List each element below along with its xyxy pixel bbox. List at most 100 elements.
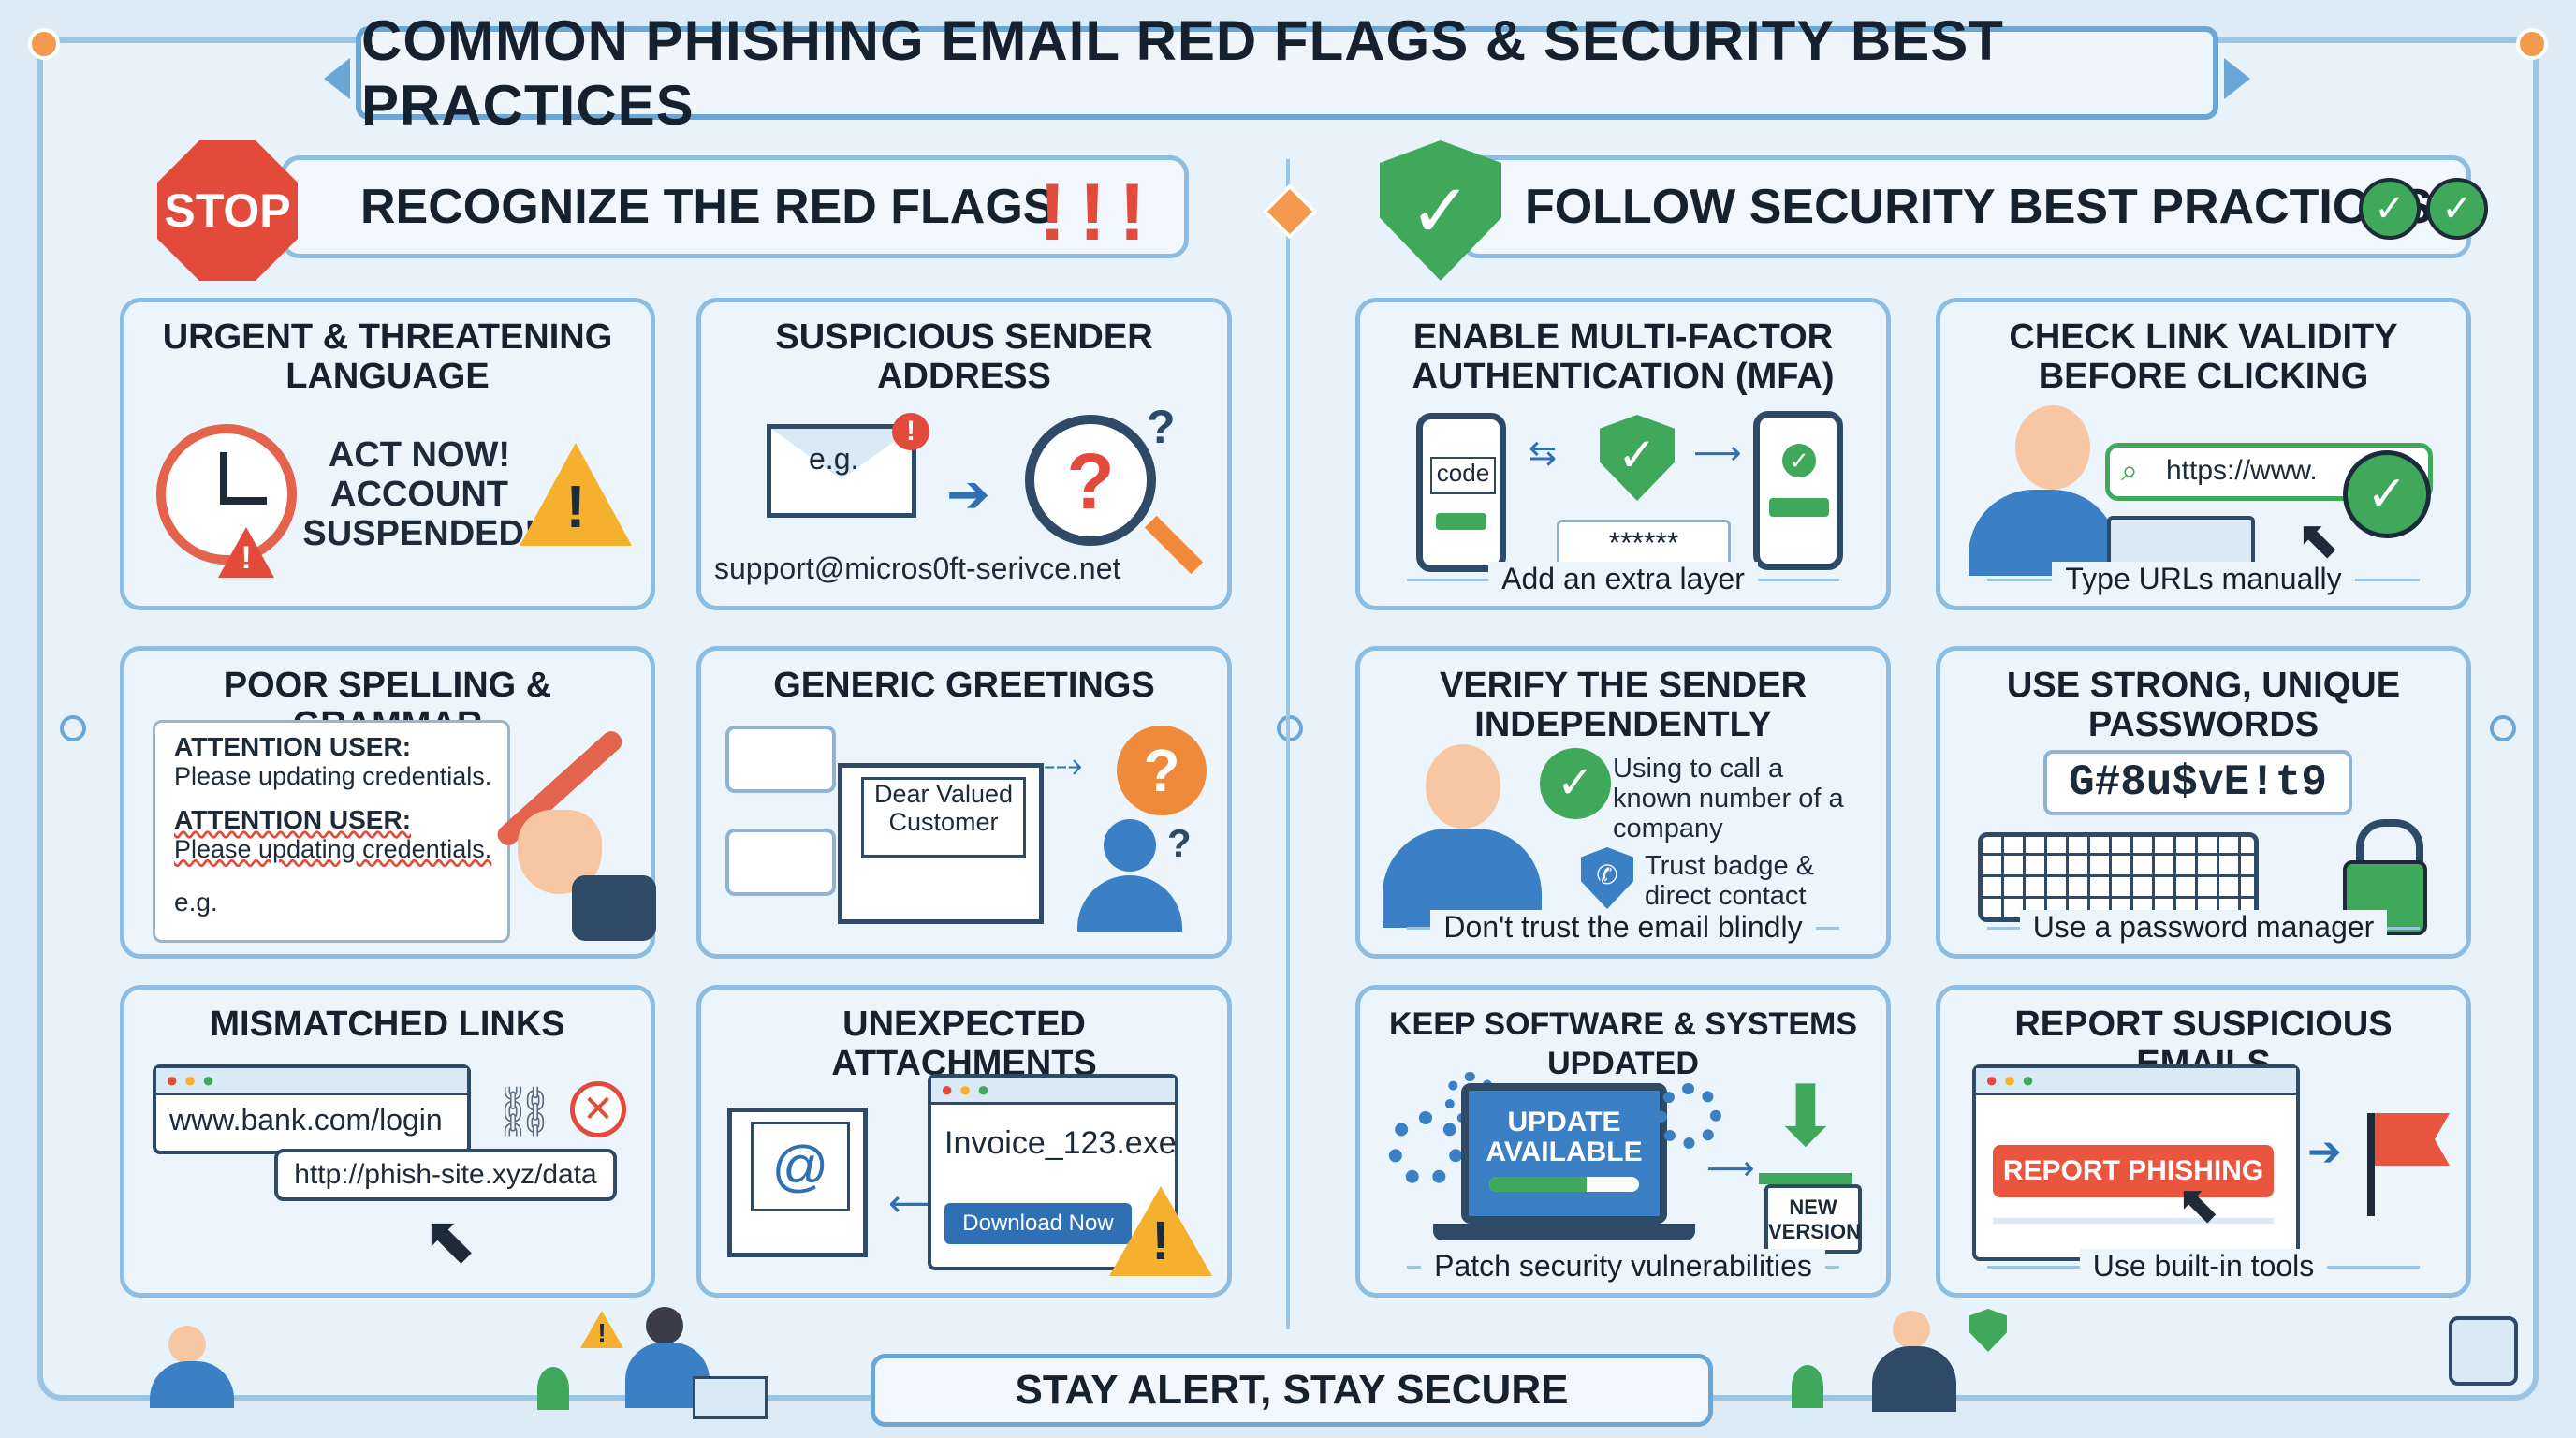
envelope-icon: @ — [727, 1108, 868, 1257]
plant-icon — [1792, 1365, 1823, 1408]
confirm-bar — [1769, 498, 1829, 517]
card-title: VERIFY THE SENDER INDEPENDENTLY — [1439, 666, 1808, 744]
snippet-body-marked: Please updating credentials. — [174, 835, 492, 863]
lock-shackle — [2356, 819, 2423, 873]
phone-icon: code — [1416, 413, 1506, 572]
laptop-screen: UPDATE AVAILABLE — [1461, 1083, 1667, 1224]
card-title: URGENT & THREATENING LANGUAGE — [162, 317, 613, 396]
card-report-emails: REPORT SUSPICIOUS EMAILS ● ● ● REPORT PH… — [1936, 985, 2471, 1298]
card-title: SUSPICIOUS SENDER ADDRESS — [775, 317, 1153, 396]
check-icon: ✓ — [2343, 450, 2431, 538]
card-title: USE STRONG, UNIQUE PASSWORDS — [2006, 666, 2401, 744]
broken-link-icon: ⛓ — [493, 1085, 556, 1139]
card-generic-greetings: GENERIC GREETINGS Dear Valued Customer ⤏… — [696, 646, 1232, 959]
shield-check-icon: ✓ — [1600, 415, 1675, 501]
card-mfa: ENABLE MULTI-FACTOR AUTHENTICATION (MFA)… — [1355, 298, 1891, 610]
text-line — [1993, 1218, 2274, 1224]
card-software-updated: KEEP SOFTWARE & SYSTEMS UPDATED UPDATE A… — [1355, 985, 1891, 1298]
chat-bubble-icon — [725, 726, 836, 793]
download-window: ● ● ● Invoice_123.exe Download Now — [928, 1074, 1178, 1270]
code-label: code — [1430, 457, 1496, 494]
person-head-icon — [2015, 405, 2090, 490]
person-body-icon — [1969, 490, 2118, 576]
magnifier-question-icon: ? — [1025, 415, 1156, 546]
envelope-icon: e.g. — [767, 424, 916, 518]
confirm-bar — [1436, 513, 1486, 530]
card-mismatched-links: MISMATCHED LINKS ● ● ● www.bank.com/logi… — [120, 985, 655, 1298]
email-snippet: ATTENTION USER: Please updating credenti… — [153, 720, 510, 943]
threat-message: ACT NOW! ACCOUNT SUSPENDED! — [302, 435, 536, 553]
stop-label: STOP — [164, 184, 291, 237]
title-banner: COMMON PHISHING EMAIL RED FLAGS & SECURI… — [324, 9, 2250, 137]
corner-dot — [28, 28, 60, 60]
card-title: GENERIC GREETINGS — [773, 666, 1155, 705]
red-flags-header: RECOGNIZE THE RED FLAGS — [281, 155, 1189, 258]
user-avatar-icon — [2449, 1316, 2518, 1386]
browser-window: ● ● ● www.bank.com/login — [153, 1064, 471, 1154]
exclamation-icon: !!! — [1039, 168, 1159, 257]
person-head-icon — [1104, 819, 1156, 872]
sender-address: support@micros0ft-serivce.net — [714, 551, 1121, 585]
check-icon: ✓ — [1782, 444, 1816, 477]
person-figure — [150, 1361, 234, 1408]
person-head-icon — [646, 1307, 683, 1344]
card-caption: Add an extra layer — [1360, 562, 1886, 596]
card-title: UNEXPECTED ATTACHMENTS — [831, 1005, 1097, 1083]
card-unexpected-attachments: UNEXPECTED ATTACHMENTS @ ⟵ ● ● ● Invoice… — [696, 985, 1232, 1298]
snippet-heading-marked: ATTENTION USER: — [174, 805, 412, 834]
card-suspicious-sender: SUSPICIOUS SENDER ADDRESS e.g. ! ➔ ? ? s… — [696, 298, 1232, 610]
question-icon: ? — [1147, 401, 1176, 453]
footer-slogan: STAY ALERT, STAY SECURE — [1015, 1367, 1569, 1413]
shield-phone-icon: ✆ — [1581, 847, 1633, 909]
magnifier-handle — [1144, 515, 1204, 575]
sleeve — [572, 875, 656, 941]
search-icon: ⌕ — [2121, 453, 2138, 487]
red-flags-heading: RECOGNIZE THE RED FLAGS — [360, 180, 1056, 234]
card-caption: Patch security vulnerabilities — [1360, 1249, 1886, 1284]
best-practices-heading: FOLLOW SECURITY BEST PRACTICES — [1525, 180, 2433, 234]
download-arrow-icon: ⬇ — [1759, 1070, 1852, 1184]
report-phishing-button[interactable]: REPORT PHISHING — [1993, 1145, 2274, 1197]
x-mark-icon: ✕ — [570, 1081, 626, 1137]
alarm-clock-icon — [156, 424, 297, 565]
eg-label: e.g. — [809, 442, 859, 476]
card-strong-passwords: USE STRONG, UNIQUE PASSWORDS G#8u$vE!t9 … — [1936, 646, 2471, 959]
question-bubble-icon: ? — [1117, 726, 1207, 815]
person-body-icon — [1077, 875, 1182, 932]
envelope-icon: Dear Valued Customer — [838, 763, 1044, 924]
warning-triangle-icon: ! — [520, 443, 632, 546]
red-flag-icon — [2375, 1113, 2450, 1166]
chat-bubble-icon — [725, 829, 836, 896]
card-title: KEEP SOFTWARE & SYSTEMS UPDATED — [1388, 1006, 1857, 1081]
displayed-url: www.bank.com/login — [169, 1103, 443, 1137]
laptop-base — [1433, 1224, 1695, 1240]
card-check-link: CHECK LINK VALIDITY BEFORE CLICKING ⌕ ht… — [1936, 298, 2471, 610]
laptop-icon — [693, 1376, 768, 1419]
question-icon: ? — [1167, 821, 1192, 865]
cursor-icon: ⬉ — [2176, 1174, 2220, 1233]
card-caption: Don't trust the email blindly — [1360, 910, 1886, 945]
snippet-body: Please updating credentials. — [174, 762, 492, 790]
phone-icon: ✓ — [1753, 411, 1843, 570]
new-version-box: NEW VERSION — [1764, 1184, 1862, 1254]
card-title: MISMATCHED LINKS — [210, 1005, 565, 1044]
card-verify-sender: VERIFY THE SENDER INDEPENDENTLY ✓ Using … — [1355, 646, 1891, 959]
eg-label: e.g. — [174, 888, 218, 917]
stop-sign-icon: STOP — [157, 140, 298, 281]
arrows-icon: ⇆ — [1529, 433, 1558, 472]
side-dot — [60, 715, 86, 741]
person-head-icon — [1893, 1311, 1930, 1348]
download-now-button[interactable]: Download Now — [944, 1203, 1132, 1244]
window-dots: ● ● ● — [156, 1068, 467, 1095]
banner-right-arrow — [2224, 58, 2250, 99]
call-note: Using to call a known number of a compan… — [1613, 754, 1844, 844]
card-caption: Use a password manager — [1940, 910, 2466, 945]
gear-icon — [1656, 1083, 1721, 1149]
cursor-icon: ⬉ — [422, 1203, 477, 1276]
double-check-icon: ✓✓ — [2359, 178, 2494, 240]
corner-dot — [2516, 28, 2548, 60]
update-available-label: UPDATE AVAILABLE — [1486, 1107, 1643, 1167]
password-field: ****** — [1557, 520, 1731, 566]
person-head-icon — [1426, 744, 1500, 829]
person-figure — [1872, 1346, 1956, 1412]
